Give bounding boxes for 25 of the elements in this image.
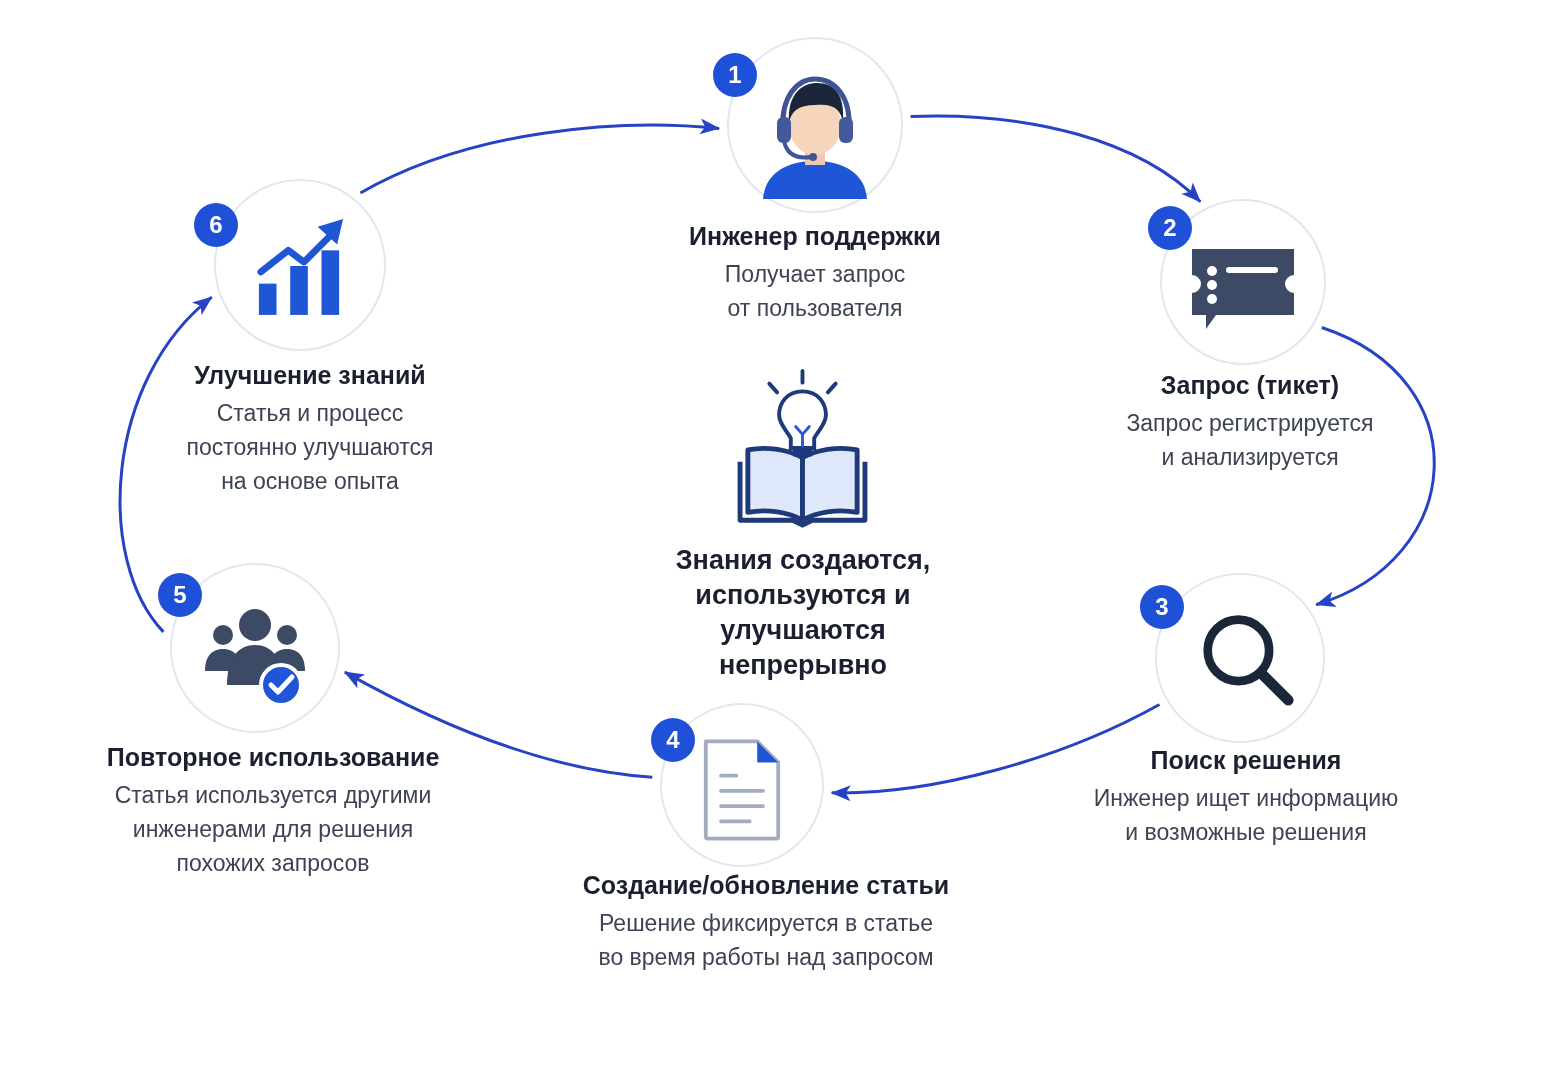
arrow <box>910 114 1202 203</box>
arrow <box>830 703 1161 801</box>
number-badge: 5 <box>158 573 202 617</box>
number-badge: 1 <box>713 53 757 97</box>
number-badge: 3 <box>1140 585 1184 629</box>
center-statement: Знания создаются, используются и улучшаются непрерывно <box>674 544 932 682</box>
step-title: Запрос (тикет) <box>1160 370 1340 400</box>
number-badge: 6 <box>194 203 238 247</box>
arrow <box>1315 326 1436 607</box>
number-badge: 4 <box>651 718 695 762</box>
arrow <box>343 670 653 779</box>
step-description: Статья и процесс постоянно улучшаются на основе опыта <box>185 399 435 496</box>
step-title: Создание/обновление статьи <box>582 870 950 900</box>
step-title: Улучшение знаний <box>194 360 426 390</box>
step-title: Повторное использование <box>106 742 440 772</box>
step-description: Инженер ищет информацию и возможные решения <box>1092 784 1400 847</box>
step-title: Инженер поддержки <box>689 221 941 251</box>
step-description: Решение фиксируется в статье во время работы над запросом <box>597 909 935 972</box>
step-title: Поиск решения <box>1150 745 1342 775</box>
arrow <box>359 118 721 195</box>
step-description: Получает запрос от пользователя <box>723 260 907 323</box>
step-description: Запрос регистрируется и анализируется <box>1125 409 1375 472</box>
number-badge: 2 <box>1148 206 1192 250</box>
arrow <box>118 296 213 633</box>
step-description: Статья используется другими инженерами для решения похожих запросов <box>113 781 433 878</box>
